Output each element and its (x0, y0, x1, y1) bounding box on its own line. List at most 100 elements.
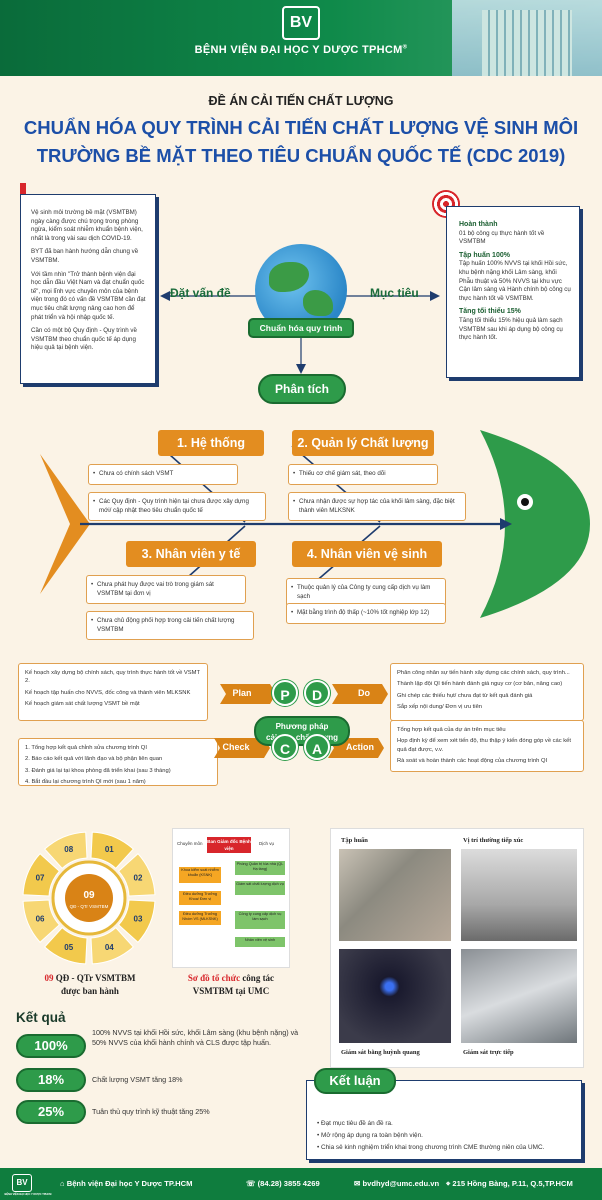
action-item: Tổng hợp kết quả của dự án trên mục tiêu (397, 727, 506, 733)
do-item: Phân công nhân sự tiến hành xây dựng các… (397, 670, 570, 676)
footer-email: ✉ bvdhyd@umc.edu.vn (354, 1179, 440, 1188)
footer-bar: BV BỆNH VIỆN ĐẠI HỌC Y DƯỢC TPHCM ⌂ Bệnh… (0, 1168, 602, 1200)
org-top-left: Chuyên môn (177, 841, 203, 846)
category-medical-staff: 3. Nhân viên y tế (126, 541, 256, 567)
phone-icon: ☏ (246, 1179, 256, 1188)
pdca-letter-c: C (272, 734, 298, 760)
do-item: Thành lập đội QI tiến hành đánh giá nguy… (397, 681, 563, 688)
cycle-center-text: QĐ - QTr VSMTBM (70, 904, 109, 909)
objectives-panel: Hoàn thành 01 bộ công cụ thực hành tốt v… (446, 206, 580, 378)
check-label: Check (222, 742, 250, 752)
category-quality-management: 2. Quản lý Chất lượng (292, 430, 434, 456)
org-caption: Sơ đồ tổ chức công tác VSMTBM tại UMC (187, 973, 275, 996)
cycle-segment (90, 926, 134, 965)
problem-label: Đặt vấn đề (170, 286, 231, 300)
cycle-segment (117, 853, 156, 897)
email-icon: ✉ (354, 1179, 361, 1188)
photo-grid: Tập huấn Vị trí thường tiếp xúc Giám sát… (330, 828, 584, 1068)
category-system: 1. Hệ thống (158, 430, 264, 456)
pin-icon: ⌖ (446, 1179, 451, 1188)
cause-item: Chưa chủ động phối hợp trong cải tiến ch… (86, 611, 254, 641)
check-item: 3. Đánh giá lại tại khoa phòng đã triển … (25, 767, 171, 774)
cycle-caption: 09 QĐ - QTr VSMTBM được ban hành (44, 973, 136, 996)
cycle-segment-label: 01 (105, 845, 114, 854)
conclusion-item: • Đạt mục tiêu đề án đề ra. (317, 1120, 393, 1127)
objective-heading: Tập huấn 100% (459, 251, 510, 259)
footer-address: ⌖ 215 Hồng Bàng, P.11, Q.5,TP.HCM (446, 1179, 573, 1188)
project-title-line1: CHUẨN HÓA QUY TRÌNH CẢI TIẾN CHẤT LƯỢNG … (23, 117, 579, 138)
plan-item: Kế hoạch tập huấn cho NVVS, đốc công và … (25, 689, 191, 696)
cycle-segment-label: 04 (105, 943, 114, 952)
cycle-segment-label: 06 (36, 914, 45, 923)
plan-label: Plan (232, 688, 252, 698)
fishbone-skeleton (40, 430, 590, 618)
fluorescent-photo (339, 949, 451, 1043)
cycle-segment-label: 07 (36, 874, 45, 883)
action-box: Tổng hợp kết quả của dự án trên mục tiêu… (390, 720, 584, 772)
action-item: Họp định kỳ để xem xét tiến độ, thu thập… (397, 738, 572, 753)
category-sanitation-staff: 4. Nhân viên vệ sinh (292, 541, 442, 567)
org-chart: Chuyên môn Ban Giám đốc Bệnh viện Dịch v… (172, 828, 290, 968)
improvement-method-banner: Phương pháp cải tiến chất lượng (254, 716, 350, 746)
center-arrows (160, 291, 440, 301)
org-box: Giám sát chất lượng dịch vụ (235, 881, 285, 895)
check-box: 1. Tổng hợp kết quả chỉnh sửa chương trì… (18, 738, 218, 786)
objective-heading: Tăng tối thiểu 15% (459, 308, 521, 316)
results-heading: Kết quả (16, 1010, 66, 1025)
hospital-building-image (452, 0, 602, 76)
footer-hospital: ⌂ Bệnh viện Đại học Y Dược TP.HCM (60, 1179, 193, 1188)
result-text: 100% NVVS tại khối Hồi sức, khối Lâm sàn… (92, 1028, 299, 1047)
project-title-line2: TRƯỜNG BỀ MẶT THEO TIÊU CHUẨN QUỐC TẾ (C… (36, 145, 566, 166)
cycle-segment (22, 853, 61, 897)
footer-logo: BV (12, 1174, 32, 1192)
conclusion-item: • Mở rộng áp dụng ra toàn bệnh viện. (317, 1132, 423, 1139)
header-banner (0, 0, 602, 76)
location-icon: ⌂ (60, 1179, 65, 1188)
objectives-label: Mục tiêu (370, 286, 419, 300)
photo-caption: Tập huấn (341, 837, 368, 844)
cycle-segment-label: 02 (134, 874, 143, 883)
cycle-segment (44, 831, 88, 870)
cycle-segment-label: 05 (64, 943, 73, 952)
cycle-segment (22, 899, 61, 943)
hospital-name: BỆNH VIỆN ĐẠI HỌC Y DƯỢC TPHCM® (194, 44, 408, 56)
result-value: 18% (16, 1068, 86, 1092)
cycle-center-number: 09 (83, 890, 95, 901)
hospital-logo: BV (282, 6, 320, 40)
check-item: 4. Bắt đầu lại chương trình QI mới (sau … (25, 779, 146, 786)
check-item: 1. Tổng hợp kết quả chỉnh sửa chương trì… (25, 745, 147, 751)
pdca-connectors (214, 684, 388, 758)
org-box: Phòng Quản trị tòa nhà (QL Hạ tầng) (235, 861, 285, 875)
pdca-letter-p: P (272, 680, 298, 706)
check-item: 2. Báo cáo kết quả với lãnh đạo và bộ ph… (25, 756, 163, 763)
do-item: Ghi chép các thiếu hụt/ chưa đạt từ kết … (397, 692, 533, 699)
problem-paragraph: Vệ sinh môi trường bề mặt (VSMTBM) ngày … (31, 209, 143, 242)
objective-text: Tập huấn 100% NVVS tại khối Hồi sức, khu… (459, 260, 571, 302)
do-item: Sắp xếp nội dung/ Đơn vị ưu tiên (397, 704, 483, 711)
photo-caption: Giám sát trực tiếp (463, 1049, 514, 1056)
cycle-segment-label: 03 (134, 914, 143, 923)
cycle-segment (90, 831, 134, 870)
problem-paragraph: Cần có một bộ Quy định - Quy trình về VS… (31, 327, 137, 352)
problem-paragraph: BYT đã ban hành hướng dẫn chung về VSMTB… (31, 248, 139, 264)
photo-caption: Vị trí thường tiếp xúc (463, 837, 524, 844)
org-box: Khoa kiểm soát nhiễm khuẩn (KSNK) (179, 867, 221, 883)
pdca-letter-d: D (304, 680, 330, 706)
conclusion-item: • Chia sẻ kinh nghiệm triển khai trong c… (317, 1144, 545, 1151)
cause-item: Chưa phát huy được vai trò trong giám sá… (86, 575, 246, 605)
org-box: Công ty cung cấp dịch vụ làm sạch (235, 911, 285, 929)
photo-caption: Giám sát bằng huỳnh quang (341, 1049, 420, 1056)
plan-box: Kế hoạch xây dựng bộ chính sách, quy trì… (18, 663, 208, 721)
do-label: Do (358, 688, 370, 698)
cycle-diagram: 01 02 03 04 05 06 07 08 09 QĐ - QTr VSMTBM (22, 831, 156, 965)
project-kicker: ĐỀ ÁN CẢI TIẾN CHẤT LƯỢNG (208, 94, 394, 108)
cycle-segment-label: 08 (64, 845, 73, 854)
contact-point-photo (461, 849, 577, 941)
cause-item: Thiếu cơ chế giám sát, theo dõi (288, 464, 438, 485)
objective-heading: Hoàn thành (459, 221, 498, 228)
result-value: 25% (16, 1100, 86, 1124)
org-box: Điều dưỡng Trưởng Khoa/ Đơn vị (179, 891, 221, 905)
objective-text: Tăng tối thiểu 15% hiệu quả làm sạch VSM… (459, 316, 563, 342)
cycle-segment (44, 926, 88, 965)
org-box: Nhân viên vệ sinh (235, 937, 285, 947)
